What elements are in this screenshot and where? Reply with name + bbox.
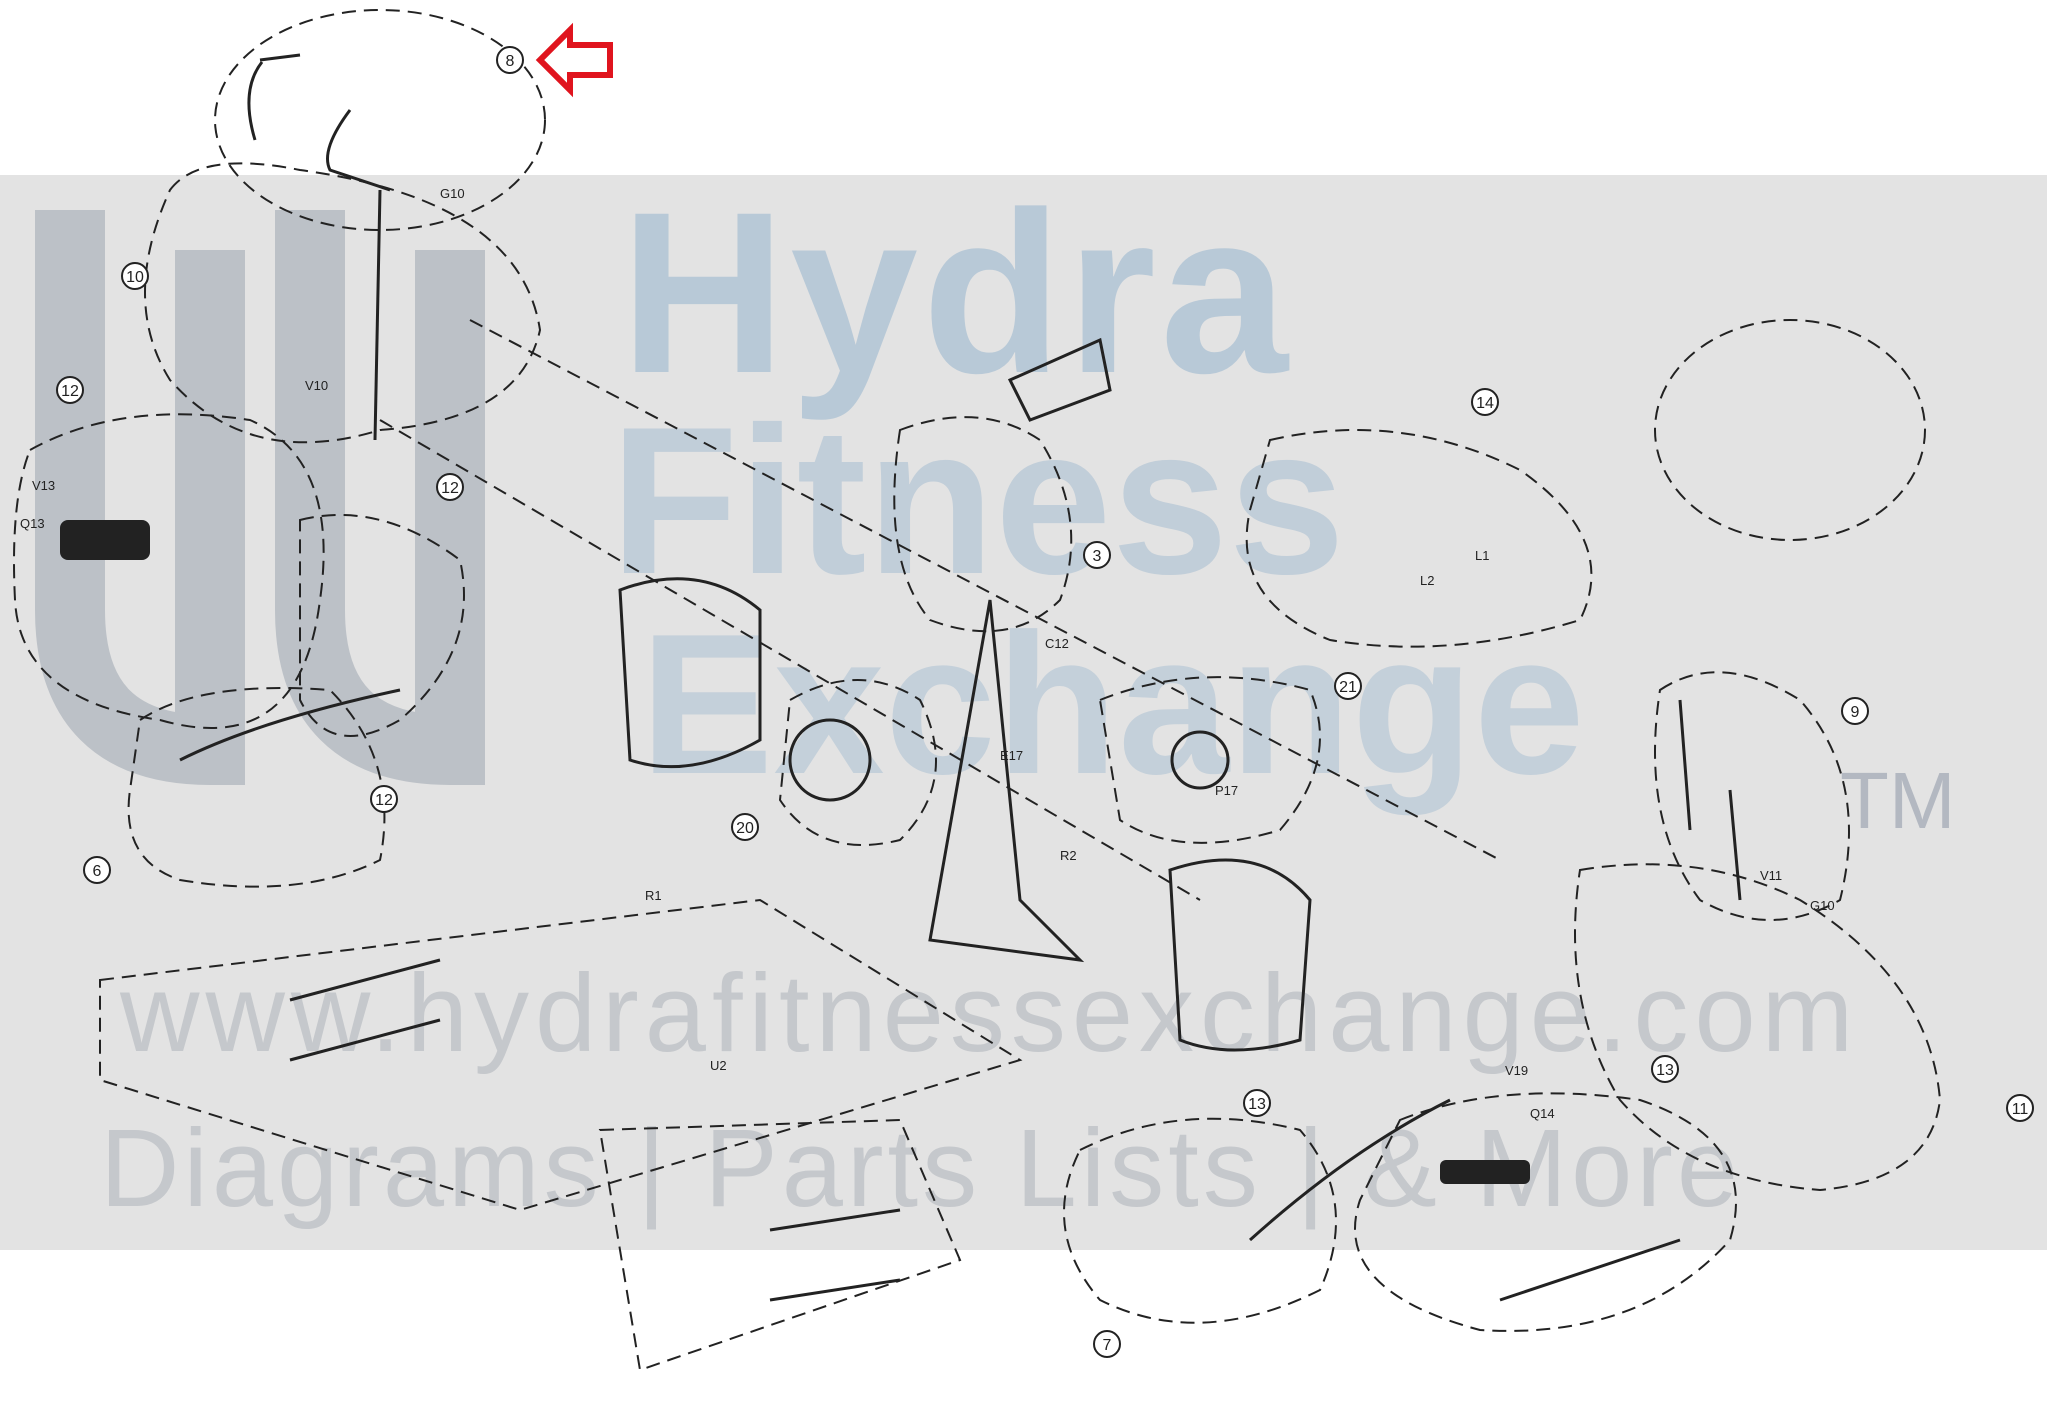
group-outline-8: [214, 9, 546, 231]
watermark-logo-icon: [35, 210, 485, 786]
rail-left: [289, 958, 441, 1062]
part-label-v10: V10: [305, 378, 328, 393]
group-outline-3: [893, 416, 1073, 633]
part-label-v19: V19: [1505, 1063, 1528, 1078]
part-label-q14: Q14: [1530, 1106, 1555, 1121]
group-outline-13: [1354, 1092, 1737, 1332]
callout-13a: 13: [1248, 1096, 1266, 1113]
resistance-disc: [1170, 730, 1230, 790]
shroud-left: [618, 577, 762, 769]
part-label-e17: E17: [1000, 748, 1023, 763]
group-outline-base-front: [598, 1118, 962, 1372]
part-label-v11: V11: [1760, 868, 1782, 883]
callout-6: 6: [93, 863, 102, 880]
callout-21: 21: [1339, 679, 1357, 696]
group-outline-20: [778, 679, 937, 846]
callout-10: 10: [126, 269, 144, 286]
highlight-arrow-icon: [535, 22, 613, 98]
watermark-brand-line2: Fitness: [610, 383, 1346, 618]
group-outline-21: [1098, 676, 1321, 844]
part-label-c12: C12: [1045, 636, 1069, 651]
group-outline-10: [144, 162, 542, 444]
callout-20: 20: [736, 820, 754, 837]
left-pedal: [60, 520, 150, 560]
part-label-r2: R2: [1060, 848, 1077, 863]
handlebar-left: [247, 53, 301, 141]
main-frame: [928, 599, 1085, 963]
group-outline-14: [1245, 429, 1593, 648]
part-label-p17: P17: [1215, 783, 1238, 798]
callout-7: 7: [1103, 1337, 1112, 1354]
console: [1007, 337, 1112, 422]
part-label-l1: L1: [1475, 548, 1489, 563]
group-outline-12a: [13, 413, 325, 729]
group-outline-7: [1063, 1117, 1337, 1324]
watermark-trademark: TM: [1840, 756, 1956, 845]
rail-front: [769, 1208, 901, 1302]
shroud-right: [1168, 858, 1312, 1052]
watermark-url: www.hydrafitnessexchange.com: [120, 952, 1860, 1075]
callout-12a: 12: [61, 383, 79, 400]
callout-12b: 12: [441, 480, 459, 497]
callout-11: 11: [2012, 1101, 2029, 1118]
right-pedal: [1440, 1160, 1530, 1184]
group-outline-12b: [299, 514, 465, 737]
group-outline-wiring: [1654, 319, 1926, 541]
upright-column: [373, 189, 382, 441]
watermark-band: [0, 175, 2047, 1250]
left-pedal-arm: [179, 688, 401, 762]
group-outline-9: [1654, 671, 1850, 921]
part-label-r1: R1: [645, 888, 662, 903]
part-label-g10: G10: [440, 186, 465, 201]
flywheel: [788, 718, 872, 802]
group-outline-11: [1574, 863, 1942, 1192]
handlebar-right-lower: [1678, 699, 1742, 901]
assembly-guide-line-2: [379, 419, 1201, 901]
right-pedal-arm: [1248, 1098, 1451, 1242]
callout-13b: 13: [1656, 1062, 1674, 1079]
handlebar-right: [326, 109, 391, 192]
assembly-guide-line: [469, 319, 1501, 861]
rail-right: [1499, 1238, 1681, 1302]
part-label-q13: Q13: [20, 516, 45, 531]
group-outline-base-left: [99, 898, 1023, 1212]
callout-9: 9: [1851, 704, 1860, 721]
watermark-brand-line1: Hydra: [620, 164, 1292, 421]
part-label-u2: U2: [710, 1058, 727, 1073]
callout-3: 3: [1093, 548, 1102, 565]
callout-14: 14: [1476, 395, 1494, 412]
group-outline-6: [127, 687, 386, 888]
callout-8: 8: [506, 53, 515, 70]
callout-12c: 12: [375, 792, 393, 809]
part-label-g10b: G10: [1810, 898, 1835, 913]
part-label-v13: V13: [32, 478, 55, 493]
part-label-l2: L2: [1420, 573, 1434, 588]
